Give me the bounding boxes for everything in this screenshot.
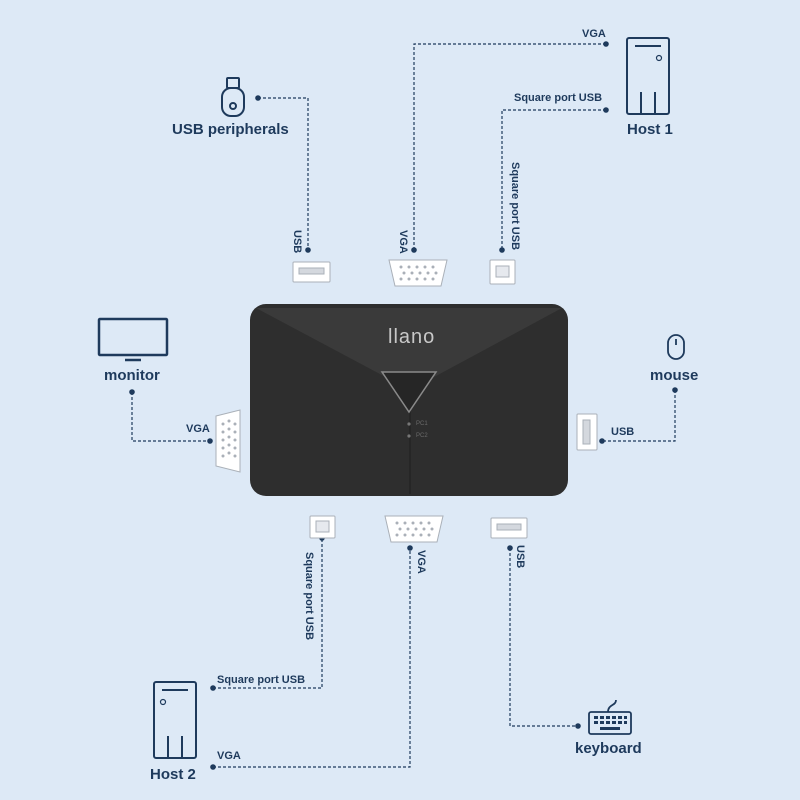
port-bottom-usb: [490, 517, 528, 539]
host1-label: Host 1: [627, 121, 673, 138]
top-usb-label: USB: [291, 230, 303, 254]
top-square-usb-label: Square port USB: [509, 162, 521, 251]
wire-host1-vga: [413, 43, 606, 250]
wire-keyboard: [509, 548, 578, 727]
keyboard-label: keyboard: [575, 740, 642, 757]
monitor-vga-label: VGA: [186, 423, 210, 435]
wire-host2-square: [213, 538, 323, 689]
host2-label: Host 2: [150, 766, 196, 783]
wire-usb-peripherals: [258, 97, 309, 250]
brand-logo: llano: [388, 326, 436, 348]
top-vga-label: VGA: [397, 230, 409, 254]
port-top-usb: [292, 261, 331, 283]
mouse-label: mouse: [650, 367, 699, 384]
wire-host1-square: [501, 109, 606, 250]
port-top-square-usb: [489, 259, 516, 285]
keyboard-icon: [588, 699, 632, 735]
host1-vga-label: VGA: [582, 28, 606, 40]
host1-square-usb-label: Square port USB: [514, 92, 603, 104]
host1-computer-icon: [626, 37, 670, 115]
port-bottom-square-usb: [309, 515, 336, 539]
led-label-pc1: PC1: [416, 421, 428, 427]
wire-mouse: [602, 390, 676, 442]
monitor-label: monitor: [104, 367, 160, 384]
mouse-icon: [667, 334, 685, 360]
mouse-usb-label: USB: [611, 426, 635, 438]
port-bottom-vga: [384, 515, 444, 543]
port-top-vga: [388, 259, 448, 287]
host2-square-usb-label: Square port USB: [217, 674, 306, 686]
port-left-vga: [215, 409, 241, 473]
bottom-square-usb-label: Square port USB: [303, 552, 315, 641]
kvm-switch: [250, 304, 568, 496]
wire-host2-vga: [213, 548, 411, 768]
led-label-pc2: PC2: [416, 433, 428, 439]
bottom-vga-label: VGA: [415, 550, 427, 574]
host2-vga-label: VGA: [217, 750, 241, 762]
wire-monitor: [131, 392, 210, 442]
port-right-usb: [576, 413, 598, 451]
usb-drive-icon: [221, 77, 245, 117]
usb-peripherals-label: USB peripherals: [172, 121, 289, 138]
monitor-icon: [97, 317, 169, 362]
bottom-usb-label: USB: [514, 545, 526, 569]
host2-computer-icon: [153, 681, 197, 759]
